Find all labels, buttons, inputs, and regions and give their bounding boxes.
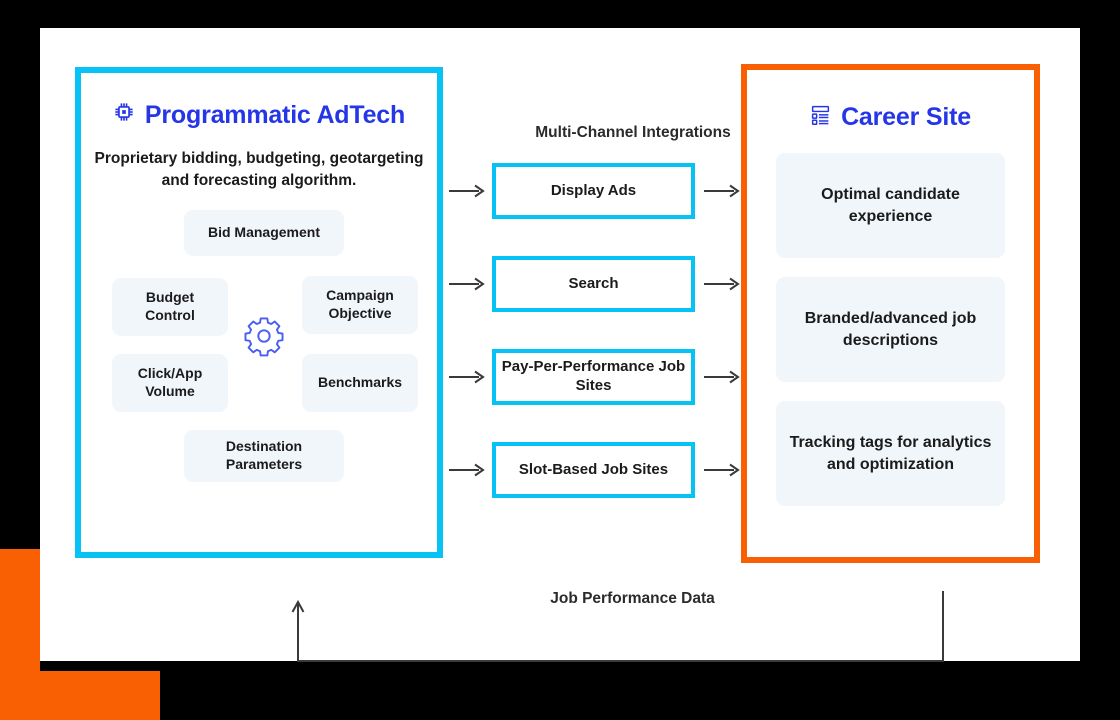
capability-pill-budget-control[interactable]: Budget Control — [112, 278, 228, 336]
gear-icon — [236, 308, 292, 364]
channel-box-search[interactable]: Search — [492, 256, 695, 312]
programmatic-adtech-panel: Programmatic AdTech Proprietary bidding,… — [75, 67, 443, 558]
career-site-title-row: Career Site — [747, 103, 1034, 132]
arrow-right-icon — [449, 276, 487, 292]
adtech-capability-cluster: Bid Management Budget Control Campaign O… — [81, 208, 449, 486]
adtech-description: Proprietary bidding, budgeting, geotarge… — [94, 150, 424, 189]
capability-pill-campaign-objective[interactable]: Campaign Objective — [302, 276, 418, 334]
channel-box-slot-based-job-sites[interactable]: Slot-Based Job Sites — [492, 442, 695, 498]
multi-channel-integrations-label: Multi-Channel Integrations — [535, 124, 731, 141]
page-title: Programmatic AdTech — [144, 101, 406, 129]
article-list-icon — [810, 103, 831, 132]
arrow-right-icon — [704, 369, 742, 385]
channel-box-display-ads[interactable]: Display Ads — [492, 163, 695, 219]
capability-pill-bid-management[interactable]: Bid Management — [184, 210, 344, 256]
arrow-right-icon — [449, 183, 487, 199]
benefit-card-branded-job-descriptions[interactable]: Branded/advanced job descriptions — [776, 277, 1005, 382]
feedback-loop-label: Job Performance Data — [460, 590, 805, 608]
programmatic-adtech-title-row: Programmatic AdTech — [81, 101, 437, 130]
channel-box-pay-per-performance-job-sites[interactable]: Pay-Per-Performance Job Sites — [492, 349, 695, 405]
arrow-right-icon — [704, 276, 742, 292]
arrow-right-icon — [704, 183, 742, 199]
microchip-icon — [113, 101, 135, 130]
career-site-panel: Career Site Optimal candidate experience… — [741, 64, 1040, 563]
capability-pill-click-app-volume[interactable]: Click/App Volume — [112, 354, 228, 412]
arrow-right-icon — [704, 462, 742, 478]
arrow-right-icon — [449, 369, 487, 385]
capability-pill-destination-parameters[interactable]: Destination Parameters — [184, 430, 344, 482]
capability-pill-benchmarks[interactable]: Benchmarks — [302, 354, 418, 412]
career-site-title: Career Site — [841, 103, 971, 131]
arrow-right-icon — [449, 462, 487, 478]
diagram-card: Programmatic AdTech Proprietary bidding,… — [40, 28, 1080, 662]
decorative-orange-bracket-horizontal — [0, 671, 160, 720]
benefit-card-tracking-tags[interactable]: Tracking tags for analytics and optimiza… — [776, 401, 1005, 506]
benefit-card-optimal-candidate-experience[interactable]: Optimal candidate experience — [776, 153, 1005, 258]
